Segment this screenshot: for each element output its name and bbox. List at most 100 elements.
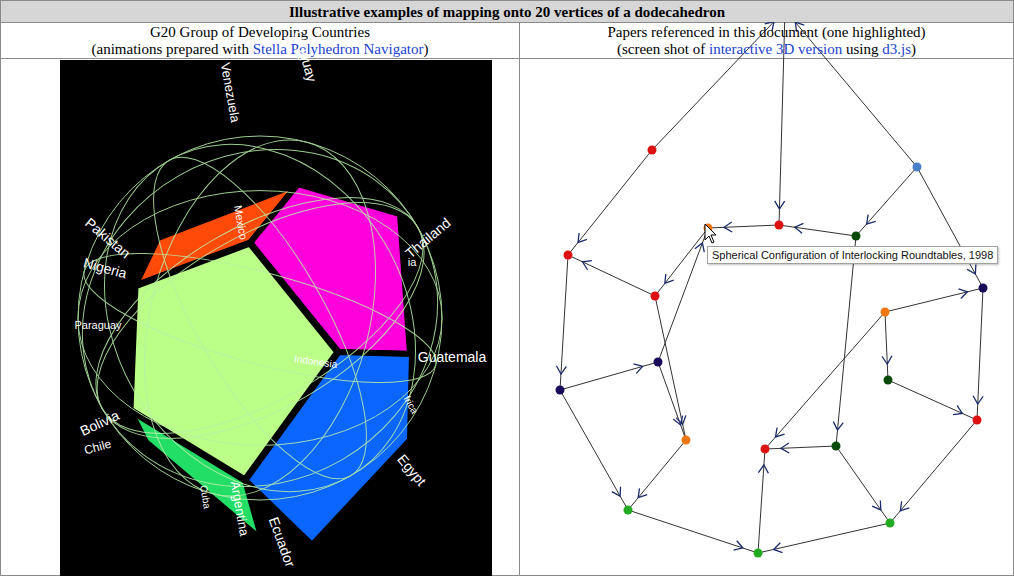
graph-vertex <box>881 308 890 317</box>
country-label: Guatemala <box>418 350 486 364</box>
graph-link <box>836 236 856 446</box>
graph-link <box>560 362 658 390</box>
graph-arrowhead <box>734 541 743 550</box>
graph-arrowhead <box>959 289 968 299</box>
graph-link <box>888 380 977 420</box>
graph-link <box>628 510 758 553</box>
graph-link <box>708 225 779 228</box>
text-line: (screen shot ofinteractive 3D versionusi… <box>520 41 1013 58</box>
country-label: Paraguay <box>74 320 121 331</box>
graph-link <box>917 167 983 288</box>
graph-arrowhead <box>582 261 591 270</box>
graph-vertex <box>564 251 573 260</box>
graph-vertex <box>913 163 922 172</box>
graph-link <box>779 225 856 236</box>
header-text: (animations prepared with <box>91 41 248 57</box>
graph-arrowhead <box>612 487 621 496</box>
graph-vertex <box>852 232 861 241</box>
sphere-ring <box>78 191 442 446</box>
tooltip: Spherical Configuration of Interlocking … <box>707 246 998 264</box>
graph-vertex <box>775 221 784 230</box>
graph-vertex <box>648 146 657 155</box>
graph-link <box>628 440 686 510</box>
country-label: ia <box>408 257 417 268</box>
header-text: G20 Group of Developing Countries <box>150 24 370 40</box>
text-line: Papers referenced in this document (one … <box>520 24 1013 41</box>
graph-arrowhead <box>872 500 881 509</box>
graph-vertex <box>886 519 895 528</box>
column-header: Papers referenced in this document (one … <box>520 23 1013 58</box>
graph-link <box>655 296 686 440</box>
graph-arrowhead <box>795 223 804 233</box>
graph-link <box>658 228 708 362</box>
graph-link <box>856 167 917 236</box>
header-text: Papers referenced in this document (one … <box>607 24 925 40</box>
header-text: ) <box>911 41 916 57</box>
mouse-cursor <box>705 224 716 243</box>
text-line: (animations prepared with Stella Polyhedr… <box>1 41 519 58</box>
render-panel <box>60 60 492 576</box>
column-header: G20 Group of Developing Countries(animat… <box>1 23 519 58</box>
tooltip-text: Spherical Configuration of Interlocking … <box>712 249 993 261</box>
graph-link <box>758 523 890 553</box>
graph-arrowhead <box>758 465 768 473</box>
graph-vertex <box>761 445 770 454</box>
graph-arrowhead <box>781 443 789 453</box>
graph-link <box>560 390 628 510</box>
graph-arrowhead <box>973 396 983 404</box>
graph-arrowhead <box>676 415 686 424</box>
graph-arrowhead <box>634 364 643 374</box>
text-line: G20 Group of Developing Countries <box>1 24 519 41</box>
header-text: using <box>846 41 879 57</box>
graph-link <box>568 255 655 296</box>
graph-arrowhead <box>556 366 566 374</box>
link-text: interactive 3D version <box>709 41 842 57</box>
sphere-ring <box>20 85 499 551</box>
sphere-ring <box>61 156 458 480</box>
graph-link <box>836 446 890 523</box>
graph-link <box>568 150 652 255</box>
graph-link <box>890 420 977 523</box>
vertex-graph <box>556 6 988 558</box>
graph-vertex <box>973 416 982 425</box>
graph-arrowhead <box>882 356 892 364</box>
graph-link <box>655 228 708 296</box>
graph-vertex <box>682 436 691 445</box>
sphere-ring <box>114 129 406 508</box>
graph-arrowhead <box>638 488 647 497</box>
graph-arrowhead <box>833 422 843 430</box>
graph-vertex <box>654 358 663 367</box>
graph-arrowhead <box>776 428 785 437</box>
graph-arrowhead <box>900 501 909 510</box>
graph-link <box>885 288 983 312</box>
graph-link <box>885 312 888 380</box>
table-title: Illustrative examples of mapping onto 20… <box>1 1 1013 22</box>
graph-arrowhead <box>578 233 587 242</box>
header-text: (screen shot of <box>617 41 705 57</box>
link-text: d3.js <box>882 41 911 57</box>
graph-vertex <box>979 284 988 293</box>
header-text: ) <box>424 41 429 57</box>
graph-vertex <box>832 442 841 451</box>
graph-arrowhead <box>665 274 674 283</box>
sphere-ring <box>107 114 412 522</box>
graph-link <box>765 312 885 449</box>
sphere-wireframe <box>20 85 499 551</box>
graph-vertex <box>754 549 763 558</box>
graph-arrowhead <box>953 406 962 415</box>
graph-vertex <box>651 292 660 301</box>
graph-arrowhead <box>724 222 732 232</box>
graph-vertex <box>624 506 633 515</box>
graph-arrowhead <box>867 215 876 224</box>
graph-arrowhead <box>775 201 785 209</box>
graph-arrowhead <box>774 543 783 553</box>
graph-arrowhead <box>967 265 976 274</box>
graph-arrowhead <box>695 243 704 252</box>
graph-vertex <box>556 386 565 395</box>
sphere-ring <box>57 148 463 488</box>
link-text: Stella Polyhedron Navigator <box>253 41 424 57</box>
sphere-ring <box>43 88 477 549</box>
